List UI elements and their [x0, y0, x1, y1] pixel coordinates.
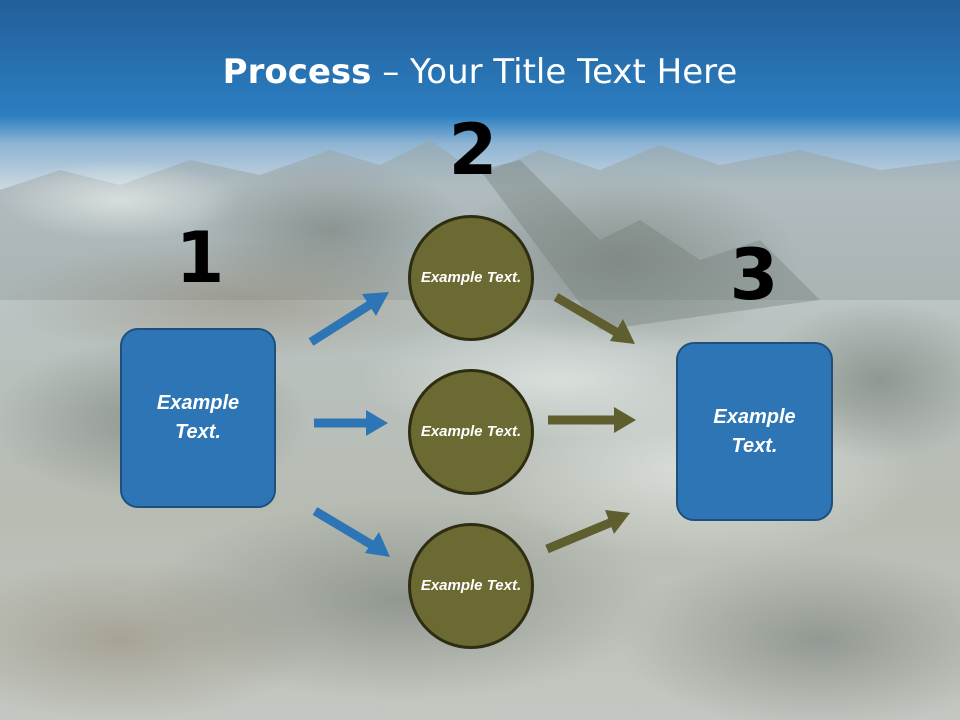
arrow-left-to-bottom — [312, 507, 390, 557]
circle-bottom[interactable]: Example Text. — [408, 523, 534, 649]
circle-top-text: Example Text. — [420, 268, 522, 286]
arrow-left-to-middle — [314, 410, 388, 436]
slide-title: Process – Your Title Text Here — [0, 52, 960, 92]
right-process-box[interactable]: Example Text. — [676, 342, 833, 521]
step-number-1: 1 — [175, 217, 225, 299]
arrow-left-to-top — [308, 292, 389, 346]
right-box-text: Example Text. — [713, 405, 796, 457]
circle-bottom-text: Example Text. — [420, 576, 522, 594]
title-separator: – — [371, 52, 411, 92]
arrow-middle-to-right — [548, 407, 636, 433]
arrow-top-to-right — [553, 293, 635, 344]
arrow-bottom-to-right — [545, 510, 630, 554]
circle-middle[interactable]: Example Text. — [408, 369, 534, 495]
title-rest: Your Title Text Here — [410, 52, 738, 92]
left-process-box[interactable]: Example Text. — [120, 328, 276, 508]
step-number-3: 3 — [729, 234, 779, 316]
title-bold: Process — [222, 52, 372, 92]
step-number-2: 2 — [448, 109, 498, 191]
circle-top[interactable]: Example Text. — [408, 215, 534, 341]
left-box-text: Example Text. — [156, 392, 240, 443]
circle-middle-text: Example Text. — [420, 422, 522, 440]
